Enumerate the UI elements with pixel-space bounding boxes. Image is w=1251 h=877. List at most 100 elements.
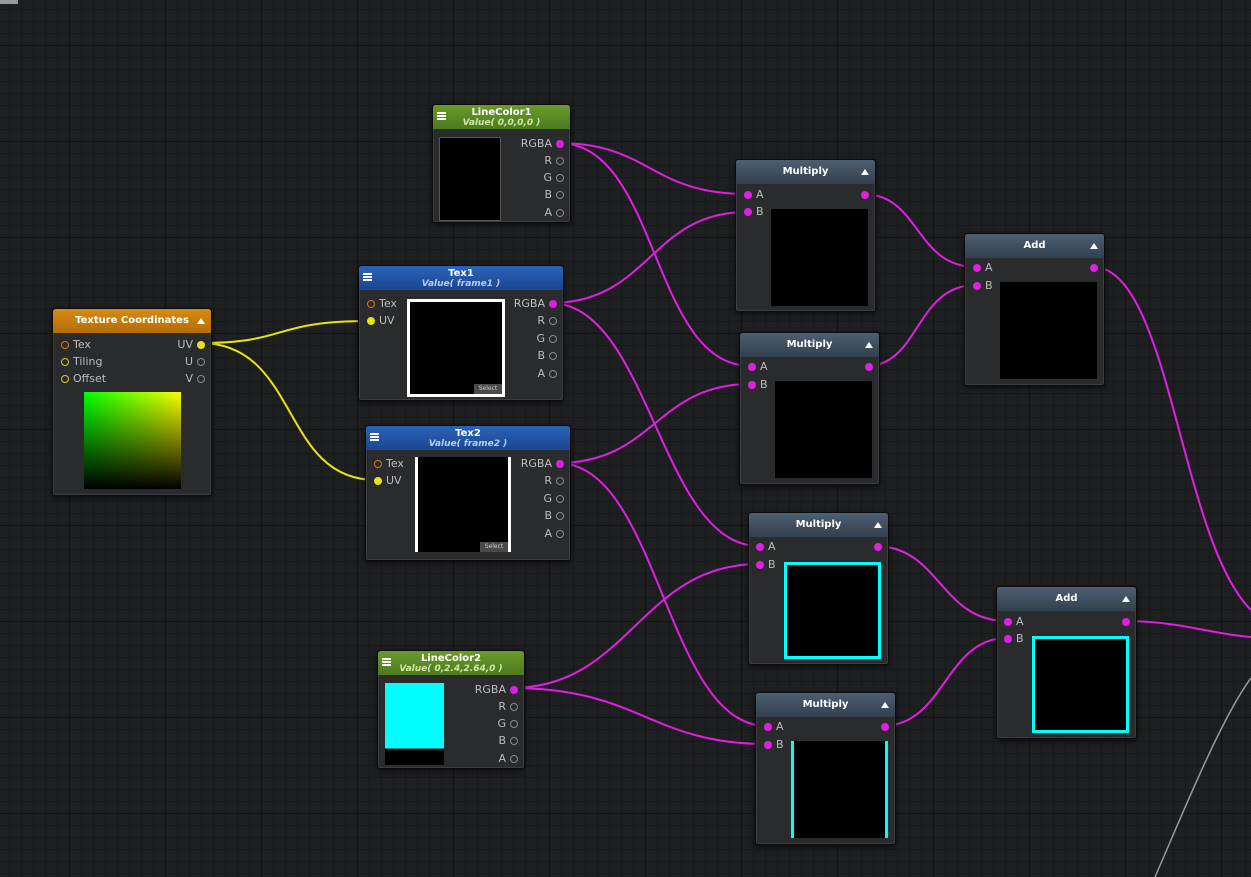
texture-coordinates-node[interactable]: Texture Coordinates Tex Tiling Offset UV… [52,308,212,496]
port-dot[interactable] [510,755,518,763]
node-header[interactable]: Multiply [736,160,875,184]
port-dot[interactable] [764,741,772,749]
port-dot[interactable] [197,375,205,383]
output-port-r[interactable]: R [544,475,564,487]
port-dot[interactable] [556,460,564,468]
select-texture-button[interactable]: Select [474,384,502,394]
input-port-tex[interactable]: Tex [61,339,91,351]
select-texture-button[interactable]: Select [480,542,508,552]
output-port-r[interactable]: R [544,155,564,167]
output-port-a[interactable]: A [498,753,518,765]
port-dot[interactable] [549,370,557,378]
port-dot[interactable] [556,209,564,217]
output-port-b[interactable]: B [544,189,564,201]
port-dot[interactable] [748,381,756,389]
input-port-a[interactable]: A [756,541,776,553]
collapse-arrow-icon[interactable] [861,169,869,175]
node-header[interactable]: Multiply [749,513,888,537]
port-dot[interactable] [510,737,518,745]
port-dot[interactable] [748,363,756,371]
multiply-node-4[interactable]: Multiply A B [755,692,896,845]
input-port-offset[interactable]: Offset [61,373,106,385]
port-dot[interactable] [549,300,557,308]
input-port-tex[interactable]: Tex [374,458,404,470]
input-port-a[interactable]: A [1004,616,1024,628]
port-dot[interactable] [744,208,752,216]
linecolor1-node[interactable]: LineColor1 Value( 0,0,0,0 ) RGBA R G B A [432,104,571,223]
input-port-b[interactable]: B [744,206,764,218]
add-node-1[interactable]: Add A B [964,233,1105,386]
port-dot[interactable] [556,157,564,165]
input-port-a[interactable]: A [973,262,993,274]
input-port-a[interactable]: A [764,721,784,733]
input-port-tiling[interactable]: Tiling [61,356,103,368]
port-dot[interactable] [865,363,873,371]
output-port-u[interactable]: U [185,356,205,368]
port-dot[interactable] [510,720,518,728]
collapse-arrow-icon[interactable] [881,702,889,708]
output-port-r[interactable]: R [537,315,557,327]
port-dot[interactable] [549,317,557,325]
menu-icon[interactable] [382,658,391,666]
output-port-a[interactable]: A [544,528,564,540]
port-dot[interactable] [556,140,564,148]
output-port-b[interactable]: B [537,350,557,362]
port-dot[interactable] [556,191,564,199]
input-port-uv[interactable]: UV [374,475,402,487]
node-header[interactable]: Multiply [756,693,895,717]
port-dot[interactable] [1090,264,1098,272]
texture-preview[interactable]: Select [415,457,511,552]
port-dot[interactable] [549,335,557,343]
menu-icon[interactable] [370,433,379,441]
output-port-g[interactable]: G [543,172,564,184]
add-node-2[interactable]: Add A B [996,586,1137,739]
multiply-node-3[interactable]: Multiply A B [748,512,889,665]
output-port-rgba[interactable]: RGBA [475,684,518,696]
output-port-a[interactable]: A [537,368,557,380]
node-header[interactable]: LineColor2 Value( 0,2.4,2.64,0 ) [378,651,524,675]
port-dot[interactable] [197,358,205,366]
port-dot[interactable] [367,317,375,325]
port-dot[interactable] [756,561,764,569]
port-dot[interactable] [61,341,69,349]
input-port-uv[interactable]: UV [367,315,395,327]
output-port-rgba[interactable]: RGBA [514,298,557,310]
node-header[interactable]: Tex1 Value( frame1 ) [359,266,563,290]
output-port-v[interactable]: V [185,373,205,385]
port-dot[interactable] [556,477,564,485]
input-port-a[interactable]: A [748,361,768,373]
output-port-rgba[interactable]: RGBA [521,138,564,150]
output-port-g[interactable]: G [536,333,557,345]
port-dot[interactable] [881,723,889,731]
port-dot[interactable] [61,375,69,383]
port-dot[interactable] [556,174,564,182]
port-dot[interactable] [549,352,557,360]
port-dot[interactable] [1122,618,1130,626]
port-dot[interactable] [197,341,205,349]
port-dot[interactable] [374,460,382,468]
port-dot[interactable] [874,543,882,551]
output-port-uv[interactable]: UV [177,339,205,351]
port-dot[interactable] [1004,635,1012,643]
multiply-node-2[interactable]: Multiply A B [739,332,880,485]
menu-icon[interactable] [363,273,372,281]
input-port-b[interactable]: B [756,559,776,571]
collapse-arrow-icon[interactable] [1090,243,1098,249]
output-port-r[interactable]: R [498,701,518,713]
output-port-g[interactable]: G [543,493,564,505]
port-dot[interactable] [556,530,564,538]
port-dot[interactable] [744,191,752,199]
node-header[interactable]: LineColor1 Value( 0,0,0,0 ) [433,105,570,129]
input-port-b[interactable]: B [764,739,784,751]
node-header[interactable]: Tex2 Value( frame2 ) [366,426,570,450]
port-dot[interactable] [556,512,564,520]
tex1-node[interactable]: Tex1 Value( frame1 ) Tex UV Select RGBA … [358,265,564,401]
input-port-b[interactable]: B [748,379,768,391]
texture-preview[interactable]: Select [407,299,505,397]
port-dot[interactable] [973,282,981,290]
input-port-b[interactable]: B [973,280,993,292]
output-port-b[interactable]: B [544,510,564,522]
port-dot[interactable] [61,358,69,366]
output-port-rgba[interactable]: RGBA [521,458,564,470]
port-dot[interactable] [374,477,382,485]
